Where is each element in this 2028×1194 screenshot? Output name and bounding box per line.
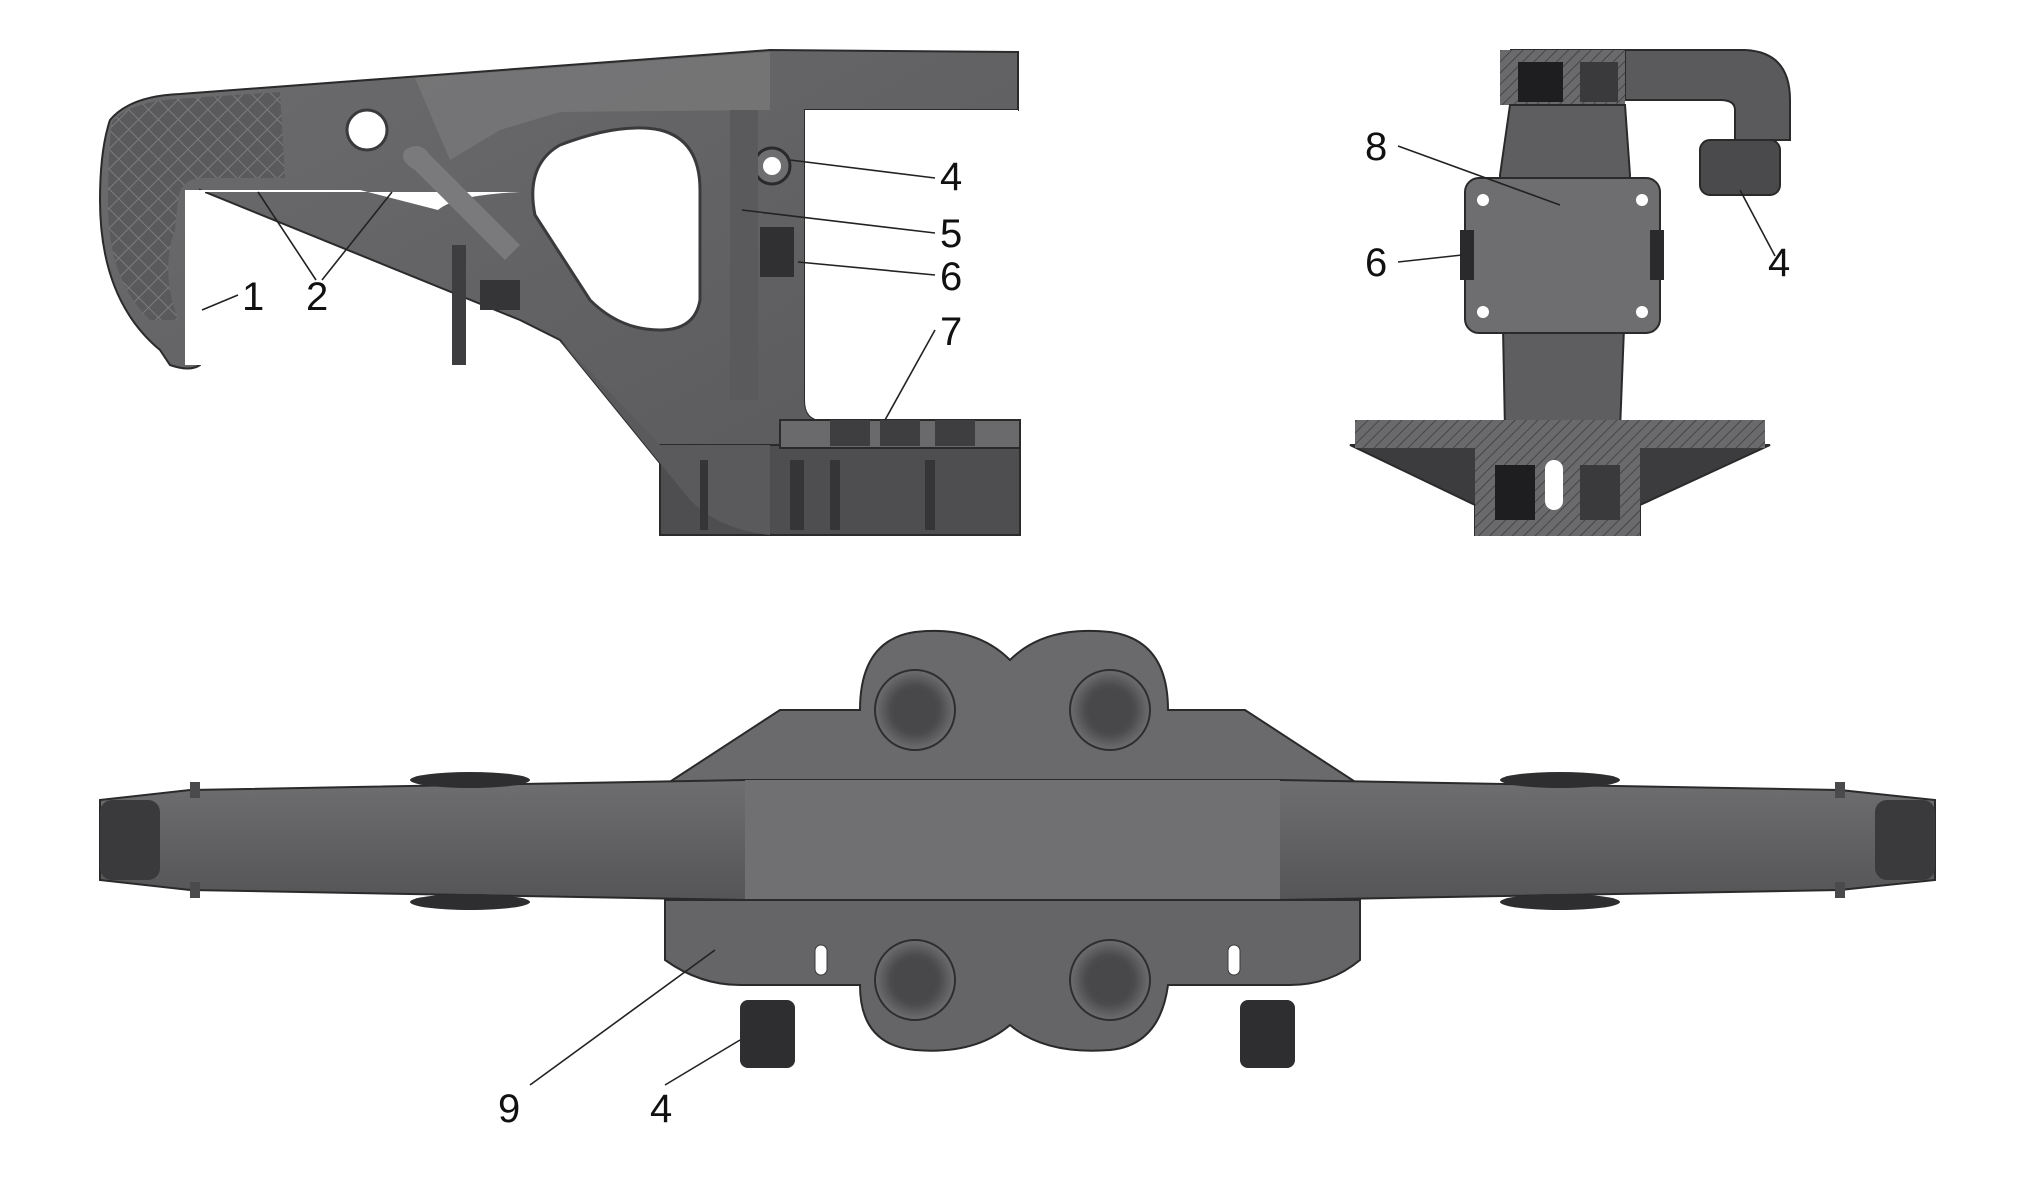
leader-2a <box>257 191 317 281</box>
rear-opening <box>805 110 1018 420</box>
bar-end-right <box>1875 800 1935 880</box>
callout-5: 5 <box>940 212 962 256</box>
callout-labels: 1 2 4 5 6 7 8 6 4 9 4 <box>242 125 1790 1131</box>
upper-plate <box>661 629 1364 786</box>
leader-6-side <box>797 261 936 276</box>
leader-7 <box>884 329 936 421</box>
end-view <box>1349 49 1791 536</box>
boss <box>880 420 920 446</box>
leader-4-side <box>789 159 936 179</box>
mounting-hole <box>345 108 389 152</box>
leader-4-end <box>1739 189 1776 257</box>
mounting-plate <box>1464 177 1661 334</box>
callout-9: 9 <box>498 1087 520 1131</box>
pin-right <box>1240 1000 1295 1068</box>
lower-plate <box>664 899 1361 1052</box>
leader-4-top <box>664 1039 741 1086</box>
lug <box>760 227 794 277</box>
leader-6-end <box>1397 254 1463 263</box>
callout-6-side: 6 <box>940 255 962 299</box>
bar-end-left <box>100 800 160 880</box>
grip-pad <box>108 92 285 320</box>
leader-2b <box>321 191 393 281</box>
callout-4-side: 4 <box>940 155 962 199</box>
callout-4-top: 4 <box>650 1087 672 1131</box>
leader-5 <box>741 209 936 234</box>
callout-4-end: 4 <box>1768 241 1790 285</box>
leader-1 <box>201 294 239 311</box>
callout-6-end: 6 <box>1365 241 1387 285</box>
top-view <box>99 629 1936 1068</box>
callout-2: 2 <box>306 275 328 319</box>
base-slope <box>560 340 770 535</box>
boss <box>830 420 870 446</box>
diagonal-rib <box>402 146 520 260</box>
upper-arm <box>415 52 770 160</box>
callout-8: 8 <box>1365 125 1387 169</box>
triangular-window <box>531 126 702 332</box>
callout-1: 1 <box>242 275 264 319</box>
callout-7: 7 <box>940 310 962 354</box>
leader-9 <box>529 949 716 1086</box>
leader-8 <box>1397 145 1561 206</box>
pin-left <box>740 1000 795 1068</box>
boss <box>935 420 975 446</box>
end-lug <box>1699 139 1781 196</box>
side-view <box>98 48 1021 536</box>
leader-lines <box>201 145 1776 1086</box>
